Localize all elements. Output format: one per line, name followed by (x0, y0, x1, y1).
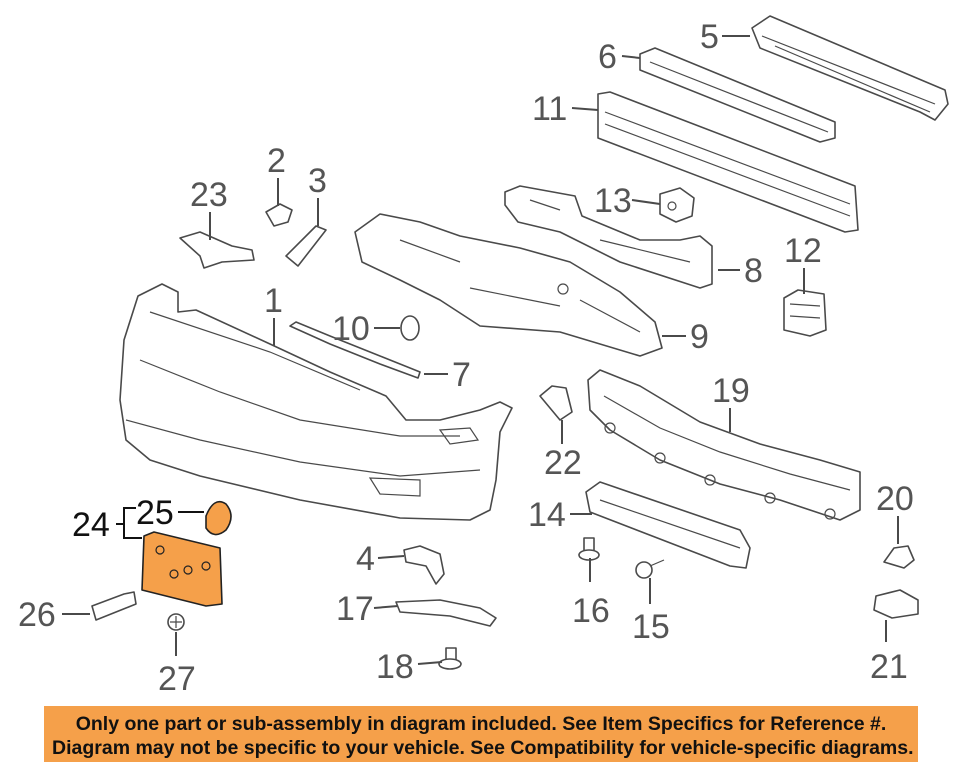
callout-12: 12 (784, 232, 822, 270)
part-19-grille-support (587, 369, 861, 521)
part-9-absorber (354, 213, 663, 357)
part-4-bracket (403, 545, 445, 585)
part-26-pin (91, 591, 137, 621)
callout-5: 5 (700, 18, 719, 56)
part-22-bracket (539, 385, 573, 421)
part-14-bracket (585, 481, 751, 569)
callout-11: 11 (532, 90, 567, 128)
part-27-screw (167, 613, 185, 631)
part-12-bracket (783, 289, 827, 337)
part-18-bolt (438, 647, 462, 670)
callout-15: 15 (632, 608, 670, 646)
part-17-deflector (395, 599, 497, 627)
callout-10: 10 (332, 310, 370, 348)
part-20-retainer (883, 545, 915, 569)
part-5-reinforcement (751, 15, 949, 121)
callout-6: 6 (598, 38, 617, 76)
callout-21: 21 (870, 648, 908, 686)
callout-13: 13 (594, 182, 632, 220)
callout-24: 24 (72, 506, 110, 544)
part-6-rail (639, 47, 836, 143)
callout-4: 4 (356, 540, 375, 578)
callout-23: 23 (190, 176, 228, 214)
callout-19: 19 (712, 372, 750, 410)
part-2-clip (265, 203, 293, 227)
callout-26: 26 (18, 596, 56, 634)
callout-1: 1 (264, 282, 283, 320)
part-3-strip (285, 225, 327, 267)
part-15-screw (635, 559, 665, 579)
part-23-emblem (179, 231, 255, 269)
part-10-grommet (400, 315, 420, 341)
callout-3: 3 (308, 162, 327, 200)
callout-16: 16 (572, 592, 610, 630)
disclaimer-line-1: Only one part or sub-assembly in diagram… (75, 713, 887, 735)
callout-8: 8 (744, 252, 763, 290)
part-1-bumper-cover (119, 283, 513, 521)
callout-25: 25 (136, 494, 174, 532)
callout-18: 18 (376, 648, 414, 686)
callout-22: 22 (544, 444, 582, 482)
callout-27: 27 (158, 660, 196, 698)
disclaimer-line-2: Diagram may not be specific to your vehi… (52, 737, 914, 759)
part-8-absorber (504, 185, 713, 289)
part-13-clip (659, 187, 695, 223)
part-24-license-bracket (141, 531, 223, 607)
callout-14: 14 (528, 496, 566, 534)
callout-20: 20 (876, 480, 914, 518)
leader-lines (62, 35, 899, 665)
part-25-tab (205, 500, 232, 536)
part-16-bolt (578, 537, 600, 561)
callout-numbers: 5 6 11 13 2 3 23 1 10 8 9 7 12 19 22 14 … (18, 18, 914, 698)
disclaimer-banner: Only one part or sub-assembly in diagram… (44, 706, 918, 762)
callout-7: 7 (452, 356, 471, 394)
callout-2: 2 (267, 142, 286, 180)
part-7-molding (289, 321, 421, 379)
part-11-impact-bar (597, 91, 859, 233)
callout-9: 9 (690, 318, 709, 356)
callout-17: 17 (336, 590, 374, 628)
part-21-clip (873, 589, 919, 619)
